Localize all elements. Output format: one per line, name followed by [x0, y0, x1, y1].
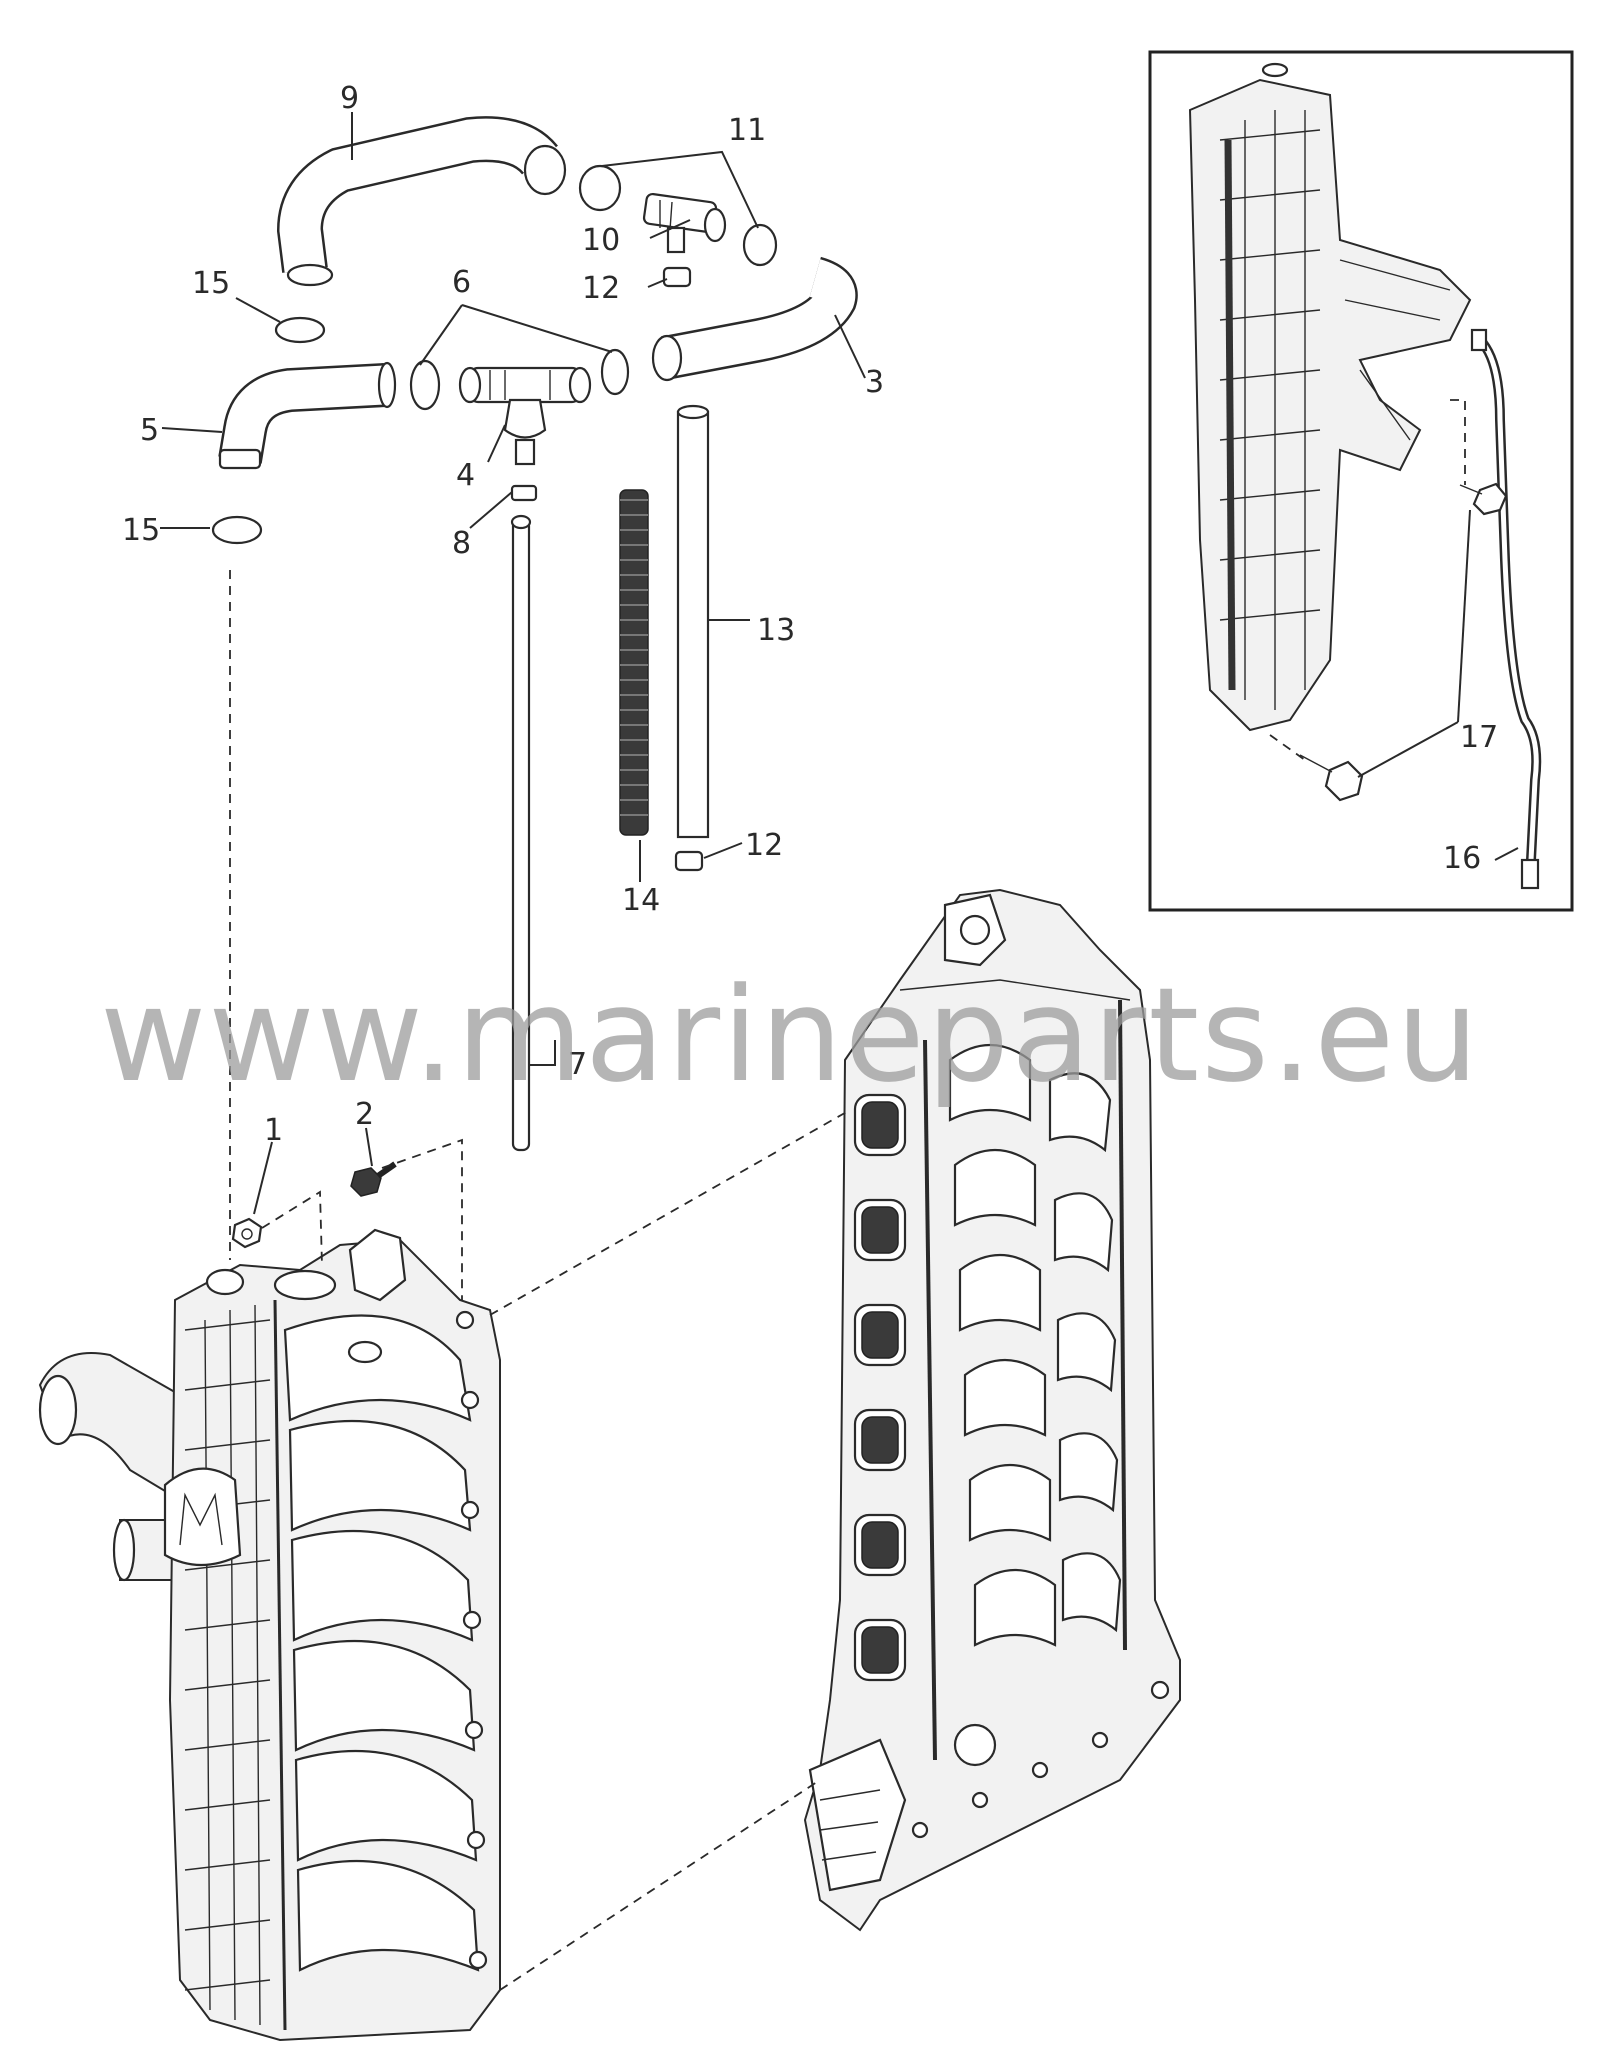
- cap-part-12-bottom: [674, 850, 704, 872]
- cylinder-head: [803, 888, 1181, 1932]
- clamp-part-15a: [274, 316, 326, 344]
- hose-part-3: [651, 256, 858, 382]
- hose-part-5: [218, 361, 397, 470]
- callout-5: 5: [140, 413, 159, 448]
- callout-12-bottom: 12: [745, 828, 783, 863]
- callouts: 9 11 10 12 15 6 3 5 4 15 8 13 12 14 7 1 …: [122, 81, 1498, 1148]
- tee-fitting-part-10: [642, 192, 727, 254]
- clamp-part-6b: [600, 348, 630, 396]
- rod-part-7: [510, 514, 532, 1152]
- callout-2: 2: [355, 1097, 374, 1132]
- tee-valve-part-4: [458, 366, 592, 466]
- assembly-lines: [229, 570, 851, 1991]
- cap-part-12-top: [662, 266, 692, 288]
- tube-part-13: [676, 404, 710, 839]
- callout-8: 8: [452, 526, 471, 561]
- callout-15-bottom: 15: [122, 513, 160, 548]
- bolt-part-2: [350, 1161, 397, 1197]
- callout-1: 1: [264, 1113, 283, 1148]
- callout-14: 14: [622, 883, 660, 918]
- hose-part-9: [276, 116, 567, 287]
- nut-part-1: [231, 1217, 263, 1249]
- clamp-part-11b: [742, 223, 778, 267]
- ribbed-tube-part-14: [619, 489, 649, 836]
- leader-lines: [160, 112, 866, 1215]
- callout-4: 4: [456, 458, 475, 493]
- clamp-part-6a: [409, 359, 441, 411]
- clamp-part-15b: [211, 515, 263, 545]
- callout-3: 3: [865, 365, 884, 400]
- intake-manifold: [38, 1228, 501, 2042]
- cap-part-8: [510, 484, 538, 502]
- callout-10: 10: [582, 223, 620, 258]
- callout-11: 11: [728, 113, 766, 148]
- callout-15-top: 15: [192, 266, 230, 301]
- callout-7: 7: [568, 1047, 587, 1082]
- callout-12-top: 12: [582, 271, 620, 306]
- inset-detail: [1148, 50, 1574, 912]
- watermark-text: www.marineparts.eu: [100, 959, 1481, 1111]
- callout-9: 9: [340, 81, 359, 116]
- callout-16: 16: [1443, 841, 1481, 876]
- clamp-part-11a: [578, 164, 622, 212]
- callout-13: 13: [757, 613, 795, 648]
- callout-6: 6: [452, 265, 471, 300]
- callout-17: 17: [1460, 720, 1498, 755]
